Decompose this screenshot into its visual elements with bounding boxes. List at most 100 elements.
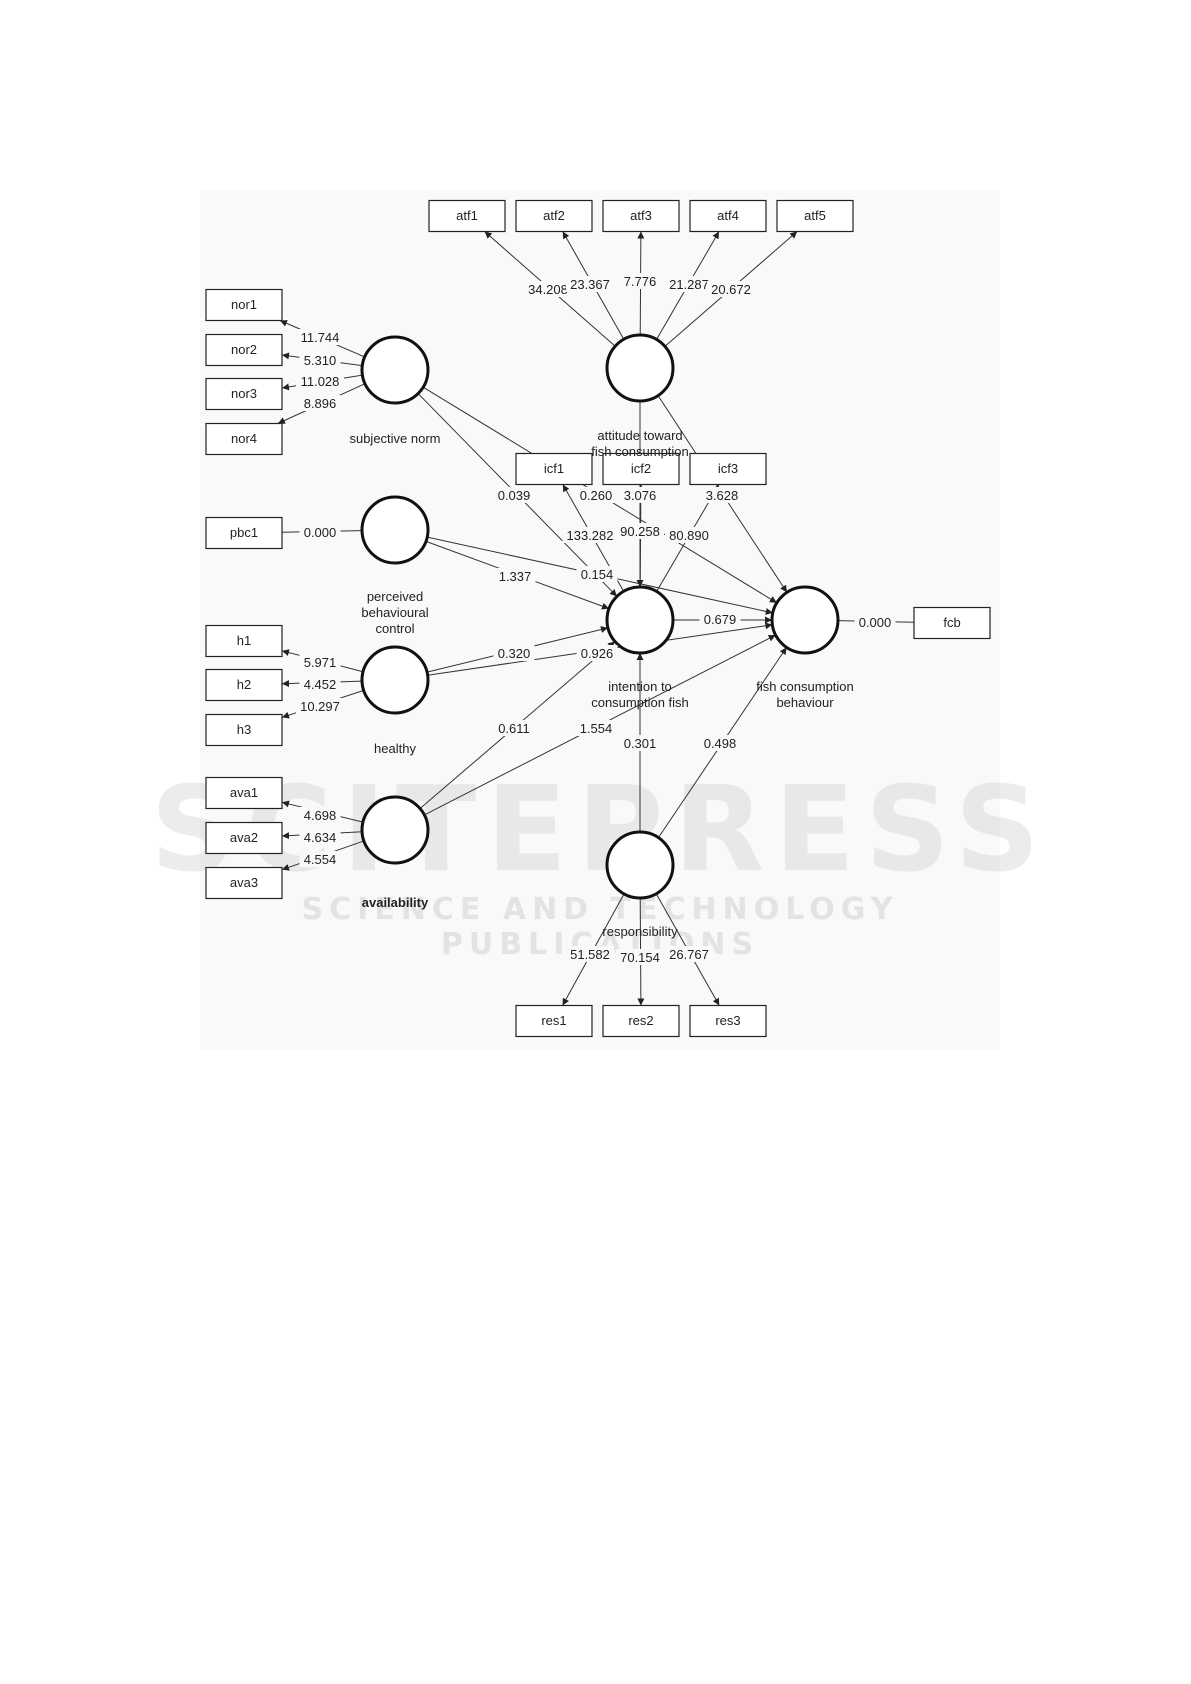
- construct-label-line: perceived: [367, 589, 423, 604]
- indicator-box-pbc1[interactable]: [205, 516, 283, 550]
- loading-value-nor2-bg: [299, 352, 341, 368]
- loading-value-icf1-bg: [562, 527, 618, 543]
- path-value-attitude-to-intention-bg: [619, 487, 661, 503]
- indicator-box-nor2[interactable]: [205, 333, 283, 367]
- path-value-healthy-to-behaviour: 0.926: [581, 646, 614, 661]
- loading-value-res3: 26.767: [669, 947, 709, 962]
- indicator-box-ava3[interactable]: [205, 866, 283, 900]
- loading-value-nor4-bg: [299, 395, 341, 411]
- indicator-label-res2: res2: [628, 1013, 653, 1028]
- loading-value-ava3-bg: [299, 851, 341, 867]
- loading-value-h3: 10.297: [300, 699, 340, 714]
- indicator-box-icf3[interactable]: [689, 452, 767, 486]
- indicator-label-nor4: nor4: [231, 431, 257, 446]
- loading-value-atf3: 7.776: [624, 274, 657, 289]
- loading-value-atf4-bg: [665, 276, 713, 292]
- indicator-box-res3[interactable]: [689, 1004, 767, 1038]
- path-value-healthy-to-behaviour-bg: [576, 645, 618, 661]
- construct-healthy[interactable]: [360, 645, 430, 715]
- indicator-label-atf4: atf4: [717, 208, 739, 223]
- construct-label-healthy: healthy: [374, 741, 416, 756]
- loading-value-nor4: 8.896: [304, 396, 337, 411]
- loading-value-icf3-bg: [665, 527, 713, 543]
- path-value-responsibility-to-behaviour-bg: [699, 735, 741, 751]
- indicator-label-ava1: ava1: [230, 785, 258, 800]
- construct-availability[interactable]: [360, 795, 430, 865]
- indicator-box-h1[interactable]: [205, 624, 283, 658]
- loading-value-h1-bg: [299, 654, 341, 670]
- construct-responsibility[interactable]: [605, 830, 675, 900]
- path-value-subjective-norm-to-behaviour: 0.039: [498, 488, 531, 503]
- indicator-label-h1: h1: [237, 633, 251, 648]
- indicator-box-res2[interactable]: [602, 1004, 680, 1038]
- indicator-box-nor1[interactable]: [205, 288, 283, 322]
- indicator-label-icf2: icf2: [631, 461, 651, 476]
- indicator-label-icf1: icf1: [544, 461, 564, 476]
- path-value-perceived-behavioural-control-to-intention-bg: [494, 568, 536, 584]
- loading-value-atf1: 34.208: [528, 282, 568, 297]
- indicator-label-pbc1: pbc1: [230, 525, 258, 540]
- indicator-box-h3[interactable]: [205, 713, 283, 747]
- indicator-box-res1[interactable]: [515, 1004, 593, 1038]
- loading-value-h2: 4.452: [304, 677, 337, 692]
- indicator-box-nor4[interactable]: [205, 422, 283, 456]
- indicator-box-ava2[interactable]: [205, 821, 283, 855]
- indicator-label-atf1: atf1: [456, 208, 478, 223]
- indicator-box-icf1[interactable]: [515, 452, 593, 486]
- indicator-label-atf2: atf2: [543, 208, 565, 223]
- loading-value-ava2: 4.634: [304, 830, 337, 845]
- loading-value-nor3-bg: [296, 373, 344, 389]
- construct-label-line: responsibility: [602, 924, 678, 939]
- indicator-box-nor3[interactable]: [205, 377, 283, 411]
- indicator-box-fcb[interactable]: [913, 606, 991, 640]
- path-value-perceived-behavioural-control-to-intention: 1.337: [499, 569, 532, 584]
- loading-value-icf3: 80.890: [669, 528, 709, 543]
- path-value-subjective-norm-to-intention-bg: [576, 566, 618, 582]
- indicator-box-atf2[interactable]: [515, 199, 593, 233]
- construct-attitude[interactable]: [605, 333, 675, 403]
- indicator-label-nor3: nor3: [231, 386, 257, 401]
- path-value-perceived-behavioural-control-to-behaviour-bg: [575, 487, 617, 503]
- indicator-box-atf3[interactable]: [602, 199, 680, 233]
- loading-value-atf5: 20.672: [711, 282, 751, 297]
- loading-value-h1: 5.971: [304, 655, 337, 670]
- path-value-healthy-to-intention: 0.320: [498, 646, 531, 661]
- loading-value-h3-bg: [296, 698, 344, 714]
- loading-value-nor1: 11.744: [301, 330, 340, 345]
- path-value-subjective-norm-to-behaviour-bg: [493, 487, 535, 503]
- indicator-box-h2[interactable]: [205, 668, 283, 702]
- loading-value-res1: 51.582: [570, 947, 610, 962]
- loading-value-atf2-bg: [566, 276, 614, 292]
- loading-value-icf2: 90.258: [620, 524, 660, 539]
- construct-label-line: attitude toward: [597, 428, 682, 443]
- loading-value-nor3: 11.028: [301, 374, 340, 389]
- indicator-box-ava1[interactable]: [205, 776, 283, 810]
- loading-value-ava1: 4.698: [304, 808, 337, 823]
- loading-value-icf2-bg: [616, 523, 664, 539]
- path-value-availability-to-behaviour-bg: [575, 720, 617, 736]
- construct-label-line: fish consumption: [591, 444, 689, 459]
- construct-label-line: fish consumption: [756, 679, 854, 694]
- loading-value-res1-bg: [566, 946, 614, 962]
- loading-value-nor2: 5.310: [304, 353, 337, 368]
- indicator-box-icf2[interactable]: [602, 452, 680, 486]
- path-value-responsibility-to-intention: 0.301: [624, 736, 657, 751]
- loading-value-ava1-bg: [299, 807, 341, 823]
- construct-subjective-norm[interactable]: [360, 335, 430, 405]
- indicator-box-atf1[interactable]: [428, 199, 506, 233]
- construct-behaviour[interactable]: [770, 585, 840, 655]
- path-value-attitude-to-intention: 3.076: [624, 488, 657, 503]
- indicator-box-atf4[interactable]: [689, 199, 767, 233]
- path-value-responsibility-to-behaviour: 0.498: [704, 736, 737, 751]
- construct-label-line: behaviour: [776, 695, 834, 710]
- loading-value-res3-bg: [665, 946, 713, 962]
- indicator-box-atf5[interactable]: [776, 199, 854, 233]
- loading-value-atf1-bg: [524, 281, 572, 297]
- path-value-availability-to-behaviour: 1.554: [580, 721, 613, 736]
- construct-intention[interactable]: [605, 585, 675, 655]
- construct-perceived-behavioural-control[interactable]: [360, 495, 430, 565]
